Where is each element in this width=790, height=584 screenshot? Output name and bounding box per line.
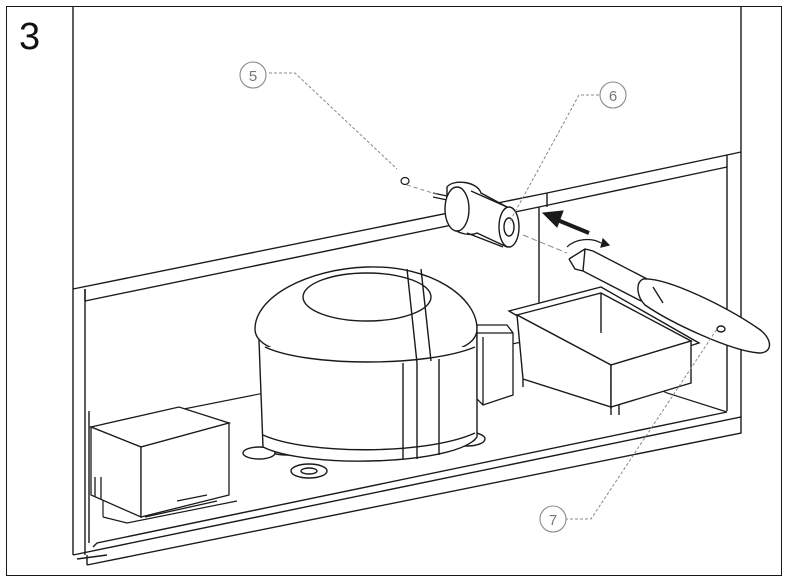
drain-plug xyxy=(432,181,520,248)
callout-7-label: 7 xyxy=(549,512,557,529)
callout-5-label: 5 xyxy=(249,68,257,85)
figure-frame: 3 xyxy=(6,6,782,576)
rotate-arrow-icon xyxy=(566,237,611,248)
step-number: 3 xyxy=(19,16,41,58)
screwdriver xyxy=(568,248,771,354)
screw xyxy=(400,176,410,186)
container-tray xyxy=(507,286,701,415)
leader-lines xyxy=(269,72,718,520)
callout-6-label: 6 xyxy=(609,88,617,105)
callout-6: 6 xyxy=(599,81,627,109)
arrow-left-icon xyxy=(541,210,590,235)
callout-7: 7 xyxy=(539,505,567,533)
terminal-box xyxy=(476,324,514,406)
compressor xyxy=(242,266,486,479)
exploded-diagram: 5 6 7 xyxy=(72,7,771,566)
relay-box xyxy=(88,406,232,518)
callout-5: 5 xyxy=(239,61,267,89)
